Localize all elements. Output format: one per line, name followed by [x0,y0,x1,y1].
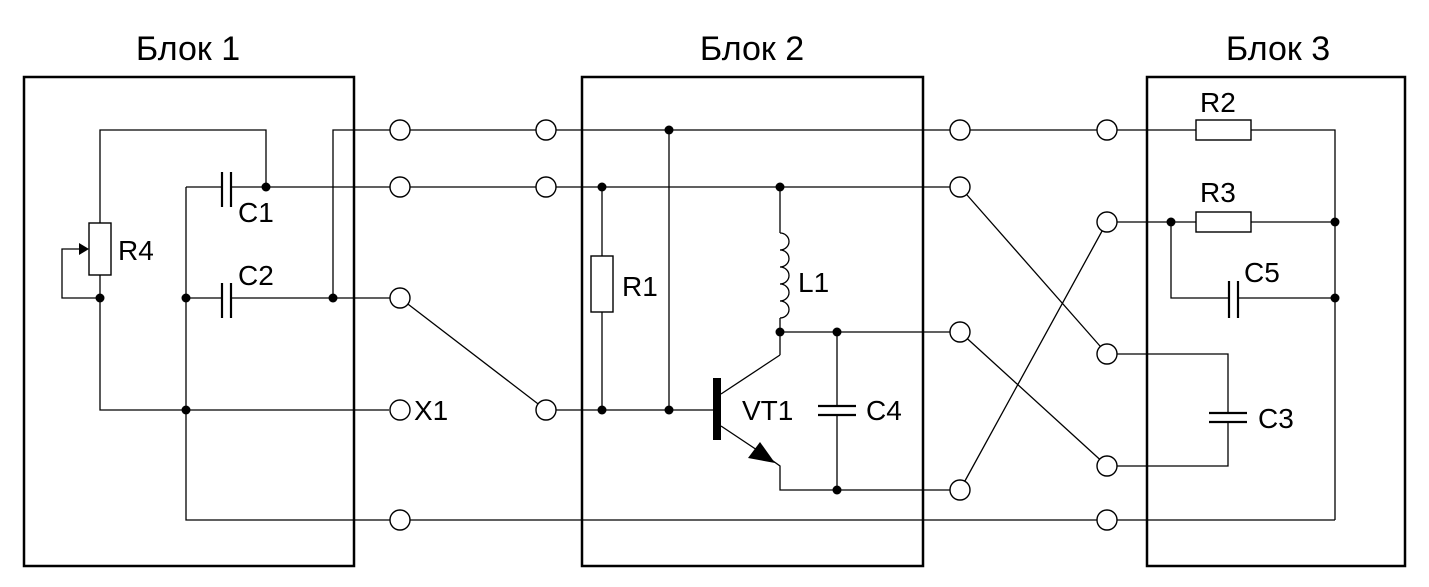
terminal[interactable] [535,119,557,141]
block-1-frame [22,75,356,568]
transistor-emitter [720,425,761,453]
label-c5: C5 [1244,257,1280,288]
junction-dot [181,293,191,303]
wire [1251,129,1336,520]
terminal[interactable] [1096,119,1118,141]
wire [99,275,186,411]
label-r1: R1 [622,271,658,302]
junction-dot [1330,217,1340,227]
terminal[interactable] [389,176,411,198]
terminal[interactable] [949,119,971,141]
block-3-frame [1145,75,1407,568]
junction-dot [1330,293,1340,303]
junction-dot [597,405,607,415]
wire [1115,422,1229,467]
block-3-circuit: R2 R3 C5 C3 [1115,87,1340,521]
label-c3: C3 [1258,403,1294,434]
resistor-r2 [1195,119,1252,141]
wire [1170,222,1229,299]
connection-wires [399,129,1108,521]
junction-dot [664,125,674,135]
label-r3: R3 [1200,177,1236,208]
resistor-r1 [590,255,614,313]
terminal[interactable] [1096,455,1118,477]
terminal[interactable] [949,321,971,343]
terminal[interactable] [389,509,411,531]
terminal[interactable] [949,479,971,501]
junction-dot [328,293,338,303]
block-3-title: Блок 3 [1226,30,1330,68]
block-1-title: Блок 1 [136,30,240,68]
junction-dot [1166,217,1176,227]
block-2-circuit: R1 L1 VT1 C4 [554,125,960,495]
terminal[interactable] [535,176,557,198]
wire [399,297,547,411]
wire [1115,353,1229,413]
terminal[interactable] [949,176,971,198]
wire [99,129,267,223]
junction-dot [597,182,607,192]
label-r4: R4 [118,235,154,266]
wiper-arrow-icon [79,243,89,255]
block-2-frame [580,75,925,568]
wire [959,186,1108,355]
junction-dot [181,405,191,415]
junction-dot [832,485,842,495]
wire [959,221,1108,491]
junction-dot [261,182,271,192]
junction-dot [775,327,785,337]
wire [332,129,392,298]
resistor-r4 [88,222,112,276]
terminal[interactable] [1096,343,1118,365]
junction-dot [832,327,842,337]
label-c2: C2 [238,260,274,291]
terminal[interactable] [1096,509,1118,531]
wire [185,187,392,521]
wire [765,455,960,491]
terminal[interactable] [389,287,411,309]
label-l1: L1 [798,267,829,298]
label-vt1: VT1 [742,395,793,426]
wiper-wire [61,248,100,299]
terminal[interactable] [535,399,557,421]
label-r2: R2 [1200,87,1236,118]
transistor-collector [720,354,781,395]
resistor-r3 [1195,211,1252,233]
inductor-l1 [779,232,790,319]
junction-dot [664,405,674,415]
wire [959,331,1108,467]
terminal[interactable] [1096,211,1118,233]
label-x1: X1 [414,395,448,426]
label-c4: C4 [866,395,902,426]
terminals: X1 [389,119,1118,531]
block-1-circuit: R4 C1 C2 [61,129,392,521]
block-2-title: Блок 2 [700,30,804,68]
terminal[interactable] [389,119,411,141]
terminal-x1[interactable] [389,399,411,421]
junction-dot [95,293,105,303]
label-c1: C1 [238,197,274,228]
junction-dot [775,182,785,192]
